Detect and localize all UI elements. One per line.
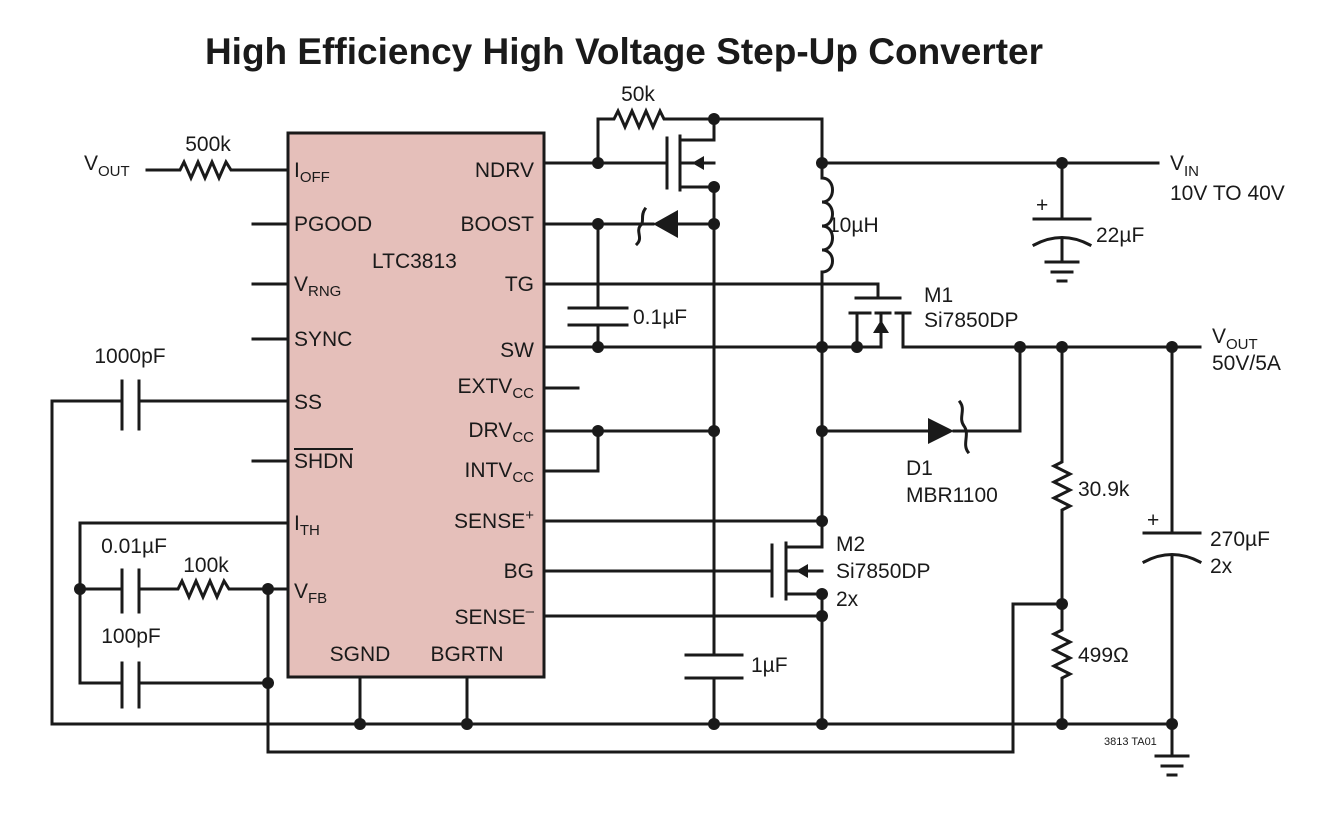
pin-vrng-label: VRNG [294, 273, 341, 300]
pin-tg-label: TG [505, 273, 534, 296]
capacitor-1uF-label: 1µF [751, 654, 788, 677]
resistor-50k [596, 107, 716, 165]
capacitor-0-1uF-label: 0.1µF [633, 306, 687, 329]
capacitor-1000pF [50, 379, 290, 431]
pin-boost-label: BOOST [460, 213, 534, 236]
diode-d1 [928, 418, 954, 444]
capacitor-0-1uF [567, 222, 629, 349]
pin-sgnd-label: SGND [330, 643, 391, 666]
ic-left-pin-stubs [251, 168, 290, 463]
pin-sense-plus-label: SENSE+ [454, 507, 534, 533]
vfb-feedback-wire [266, 587, 1064, 754]
ic-part-name: LTC3813 [372, 250, 457, 273]
vout-rating-label: 50V/5A [1212, 352, 1281, 375]
vin-label: VIN [1170, 152, 1199, 180]
capacitor-22uF-polarity: + [1036, 194, 1048, 217]
feedback-divider [1050, 345, 1074, 726]
pin-ioff-label: IOFF [294, 159, 330, 186]
pin-pgood-label: PGOOD [294, 213, 372, 236]
vout-feed-label: VOUT [84, 152, 130, 180]
resistor-500k [145, 158, 290, 182]
ground-symbol-vin [1044, 260, 1080, 283]
ground-bus [50, 399, 1174, 758]
ith-compensation [78, 521, 290, 685]
resistor-100k [78, 577, 290, 601]
capacitor-1000pF-label: 1000pF [94, 345, 165, 368]
pin-bgrtn-label: BGRTN [430, 643, 503, 666]
pin-bg-label: BG [504, 560, 534, 583]
pin-shdn-label: SHDN [294, 450, 354, 473]
capacitor-22uF [1032, 161, 1092, 221]
mosfet-m1-name: M1 [924, 284, 953, 307]
drvcc-intvcc-wire [542, 429, 716, 473]
pin-vfb-label: VFB [294, 580, 327, 607]
mosfet-m1-part: Si7850DP [924, 309, 1019, 332]
capacitor-100pF-label: 100pF [101, 625, 161, 648]
vin-range-label: 10V TO 40V [1170, 182, 1285, 205]
capacitor-270uF-label: 270µF [1210, 528, 1270, 551]
pin-ndrv-label: NDRV [475, 159, 534, 182]
pin-ss-label: SS [294, 391, 322, 414]
ground-symbol-main [1154, 754, 1190, 777]
ndrv-mosfet [665, 117, 824, 212]
pin-drvcc-label: DRVCC [468, 419, 534, 446]
figure-id: 3813 TA01 [1104, 736, 1157, 748]
mosfet-m1 [848, 296, 1172, 349]
boost-schottky-diode [653, 210, 678, 238]
tg-wire [542, 282, 880, 300]
pin-intvcc-label: INTVCC [464, 459, 534, 486]
pin-sw-label: SW [500, 339, 534, 362]
resistor-30-9k-label: 30.9k [1078, 478, 1130, 501]
resistor-500k-label: 500k [185, 133, 231, 156]
diagram-title: High Efficiency High Voltage Step-Up Con… [205, 31, 1043, 72]
inductor-10uH [820, 161, 834, 349]
pin-sense-minus-label: SENSE– [454, 603, 534, 629]
resistor-499-label: 499Ω [1078, 644, 1129, 667]
inductor-10uH-label: 10µH [828, 214, 879, 237]
capacitor-0-01uF-100pF [120, 568, 141, 709]
vout-label: VOUT [1212, 325, 1258, 353]
capacitor-0-01uF-label: 0.01µF [101, 535, 167, 558]
capacitor-22uF-label: 22µF [1096, 224, 1144, 247]
mosfet-m2-count: 2x [836, 588, 859, 611]
resistor-100k-label: 100k [183, 554, 229, 577]
resistor-50k-label: 50k [621, 83, 655, 106]
capacitor-270uF-count: 2x [1210, 555, 1233, 578]
mosfet-m2-part: Si7850DP [836, 560, 931, 583]
capacitor-270uF-polarity: + [1147, 509, 1159, 532]
pin-extvcc-label: EXTVCC [457, 375, 534, 402]
ic-body [286, 131, 546, 679]
vin-rail [820, 117, 1160, 165]
diode-d1-part: MBR1100 [906, 484, 998, 507]
diode-d1-name: D1 [906, 457, 933, 480]
capacitor-1uF [684, 653, 744, 680]
mosfet-m2-name: M2 [836, 533, 865, 556]
pin-ith-label: ITH [294, 512, 320, 539]
capacitor-270uF [1142, 345, 1202, 535]
mosfet-m2 [542, 519, 824, 618]
pin-sync-label: SYNC [294, 328, 352, 351]
